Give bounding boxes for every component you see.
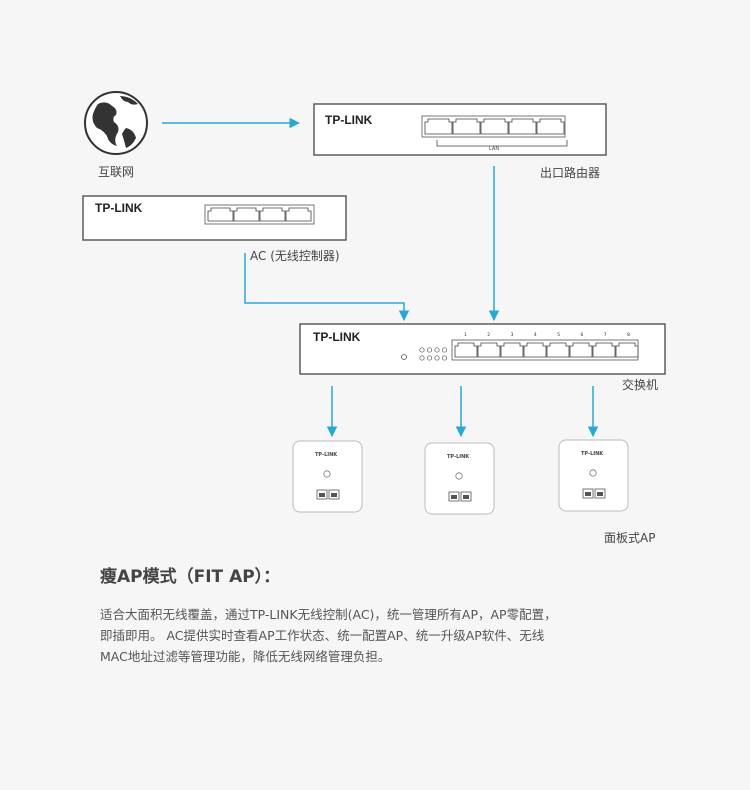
port-number-label: 2	[487, 332, 490, 338]
ethernet-port-icon	[480, 118, 509, 135]
ap-brand: TP-LINK	[447, 454, 470, 460]
description-paragraph: 适合大面积无线覆盖，通过TP-LINK无线控制(AC)，统一管理所有AP，AP零…	[100, 604, 660, 667]
status-led-icon	[434, 347, 440, 353]
internet-label: 互联网	[98, 165, 135, 179]
ac-label: AC (无线控制器)	[250, 249, 340, 263]
panel-ap-3: TP-LINK	[558, 439, 629, 512]
status-led-icon	[419, 347, 425, 353]
globe-icon	[84, 91, 148, 155]
ethernet-port-icon	[424, 118, 453, 135]
router-device: TP-LINK LAN	[313, 103, 607, 156]
section-heading: 瘦AP模式（FIT AP）：	[100, 567, 281, 587]
port-number-label: 6	[581, 332, 584, 338]
ap-port-jack	[463, 495, 469, 499]
panel-ap-2: TP-LINK	[424, 442, 495, 515]
port-number-label: 4	[534, 332, 537, 338]
status-led-icon	[441, 347, 448, 353]
ethernet-port-icon	[259, 207, 286, 222]
ethernet-port-icon	[285, 207, 312, 222]
ap-port-jack	[597, 492, 603, 496]
ap-panel-body	[424, 442, 495, 515]
ethernet-port-icon	[615, 342, 639, 358]
panel-ap-group: TP-LINK TP-LINK TP-LINK	[292, 439, 629, 515]
switch-label: 交换机	[622, 378, 659, 392]
router-label: 出口路由器	[540, 166, 601, 180]
ethernet-port-icon	[233, 207, 260, 222]
switch-port-number-group: 1 2 3 4 5 6 7 8	[464, 332, 630, 338]
switch-device: TP-LINK 1 2 3 4 5 6 7 8	[299, 323, 666, 375]
ethernet-port-icon	[207, 207, 234, 222]
router-port-group	[421, 115, 566, 138]
router-port-label: LAN	[489, 146, 499, 152]
status-led-icon	[426, 347, 433, 353]
ac-device: TP-LINK	[82, 195, 347, 241]
ethernet-port-icon	[452, 118, 481, 135]
ac-to-switch-arrow	[244, 253, 410, 322]
status-led-icon	[426, 355, 433, 361]
status-led-icon	[419, 355, 425, 361]
ethernet-port-icon	[536, 118, 565, 135]
ac-port-group	[204, 204, 315, 225]
ap-port-jack	[451, 495, 457, 499]
connector-lines	[162, 117, 599, 438]
port-number-label: 1	[464, 332, 467, 338]
ac-brand: TP-LINK	[95, 201, 143, 215]
ap-brand: TP-LINK	[315, 452, 338, 458]
ap-port-jack	[319, 493, 325, 497]
panel-ap-1: TP-LINK	[292, 440, 363, 513]
ethernet-port-icon	[508, 118, 537, 135]
ethernet-port-icon	[500, 342, 524, 358]
port-number-label: 7	[604, 332, 607, 338]
ethernet-port-icon	[592, 342, 616, 358]
ethernet-port-icon	[454, 342, 478, 358]
description-line-2: 即插即用。 AC提供实时查看AP工作状态、统一配置AP、统一升级AP软件、无线	[100, 628, 545, 643]
power-led-icon	[401, 354, 407, 360]
port-number-label: 8	[627, 332, 630, 338]
ethernet-port-icon	[523, 342, 547, 358]
ap-led-icon	[455, 472, 463, 480]
status-led-icon	[434, 355, 440, 361]
port-frame	[421, 115, 566, 138]
port-number-label: 3	[511, 332, 514, 338]
ethernet-port-icon	[477, 342, 501, 358]
ap-panel-body	[292, 440, 363, 513]
switch-port-group	[451, 339, 639, 361]
ap-port-jack	[331, 493, 337, 497]
ap-brand: TP-LINK	[581, 451, 604, 457]
ethernet-port-icon	[569, 342, 593, 358]
description-line-1: 适合大面积无线覆盖，通过TP-LINK无线控制(AC)，统一管理所有AP，AP零…	[100, 607, 557, 622]
ethernet-port-icon	[546, 342, 570, 358]
ap-led-icon	[323, 470, 331, 478]
switch-brand: TP-LINK	[313, 330, 361, 344]
ap-port-jack	[585, 492, 591, 496]
port-frame	[204, 204, 315, 225]
status-led-icon	[441, 355, 448, 361]
ap-panel-body	[558, 439, 629, 512]
port-number-label: 5	[557, 332, 560, 338]
router-brand: TP-LINK	[325, 113, 373, 127]
ap-led-icon	[589, 469, 597, 477]
ap-label: 面板式AP	[604, 531, 656, 545]
description-line-3: MAC地址过滤等管理功能，降低无线网络管理负担。	[100, 649, 391, 664]
switch-led-group	[419, 347, 448, 361]
